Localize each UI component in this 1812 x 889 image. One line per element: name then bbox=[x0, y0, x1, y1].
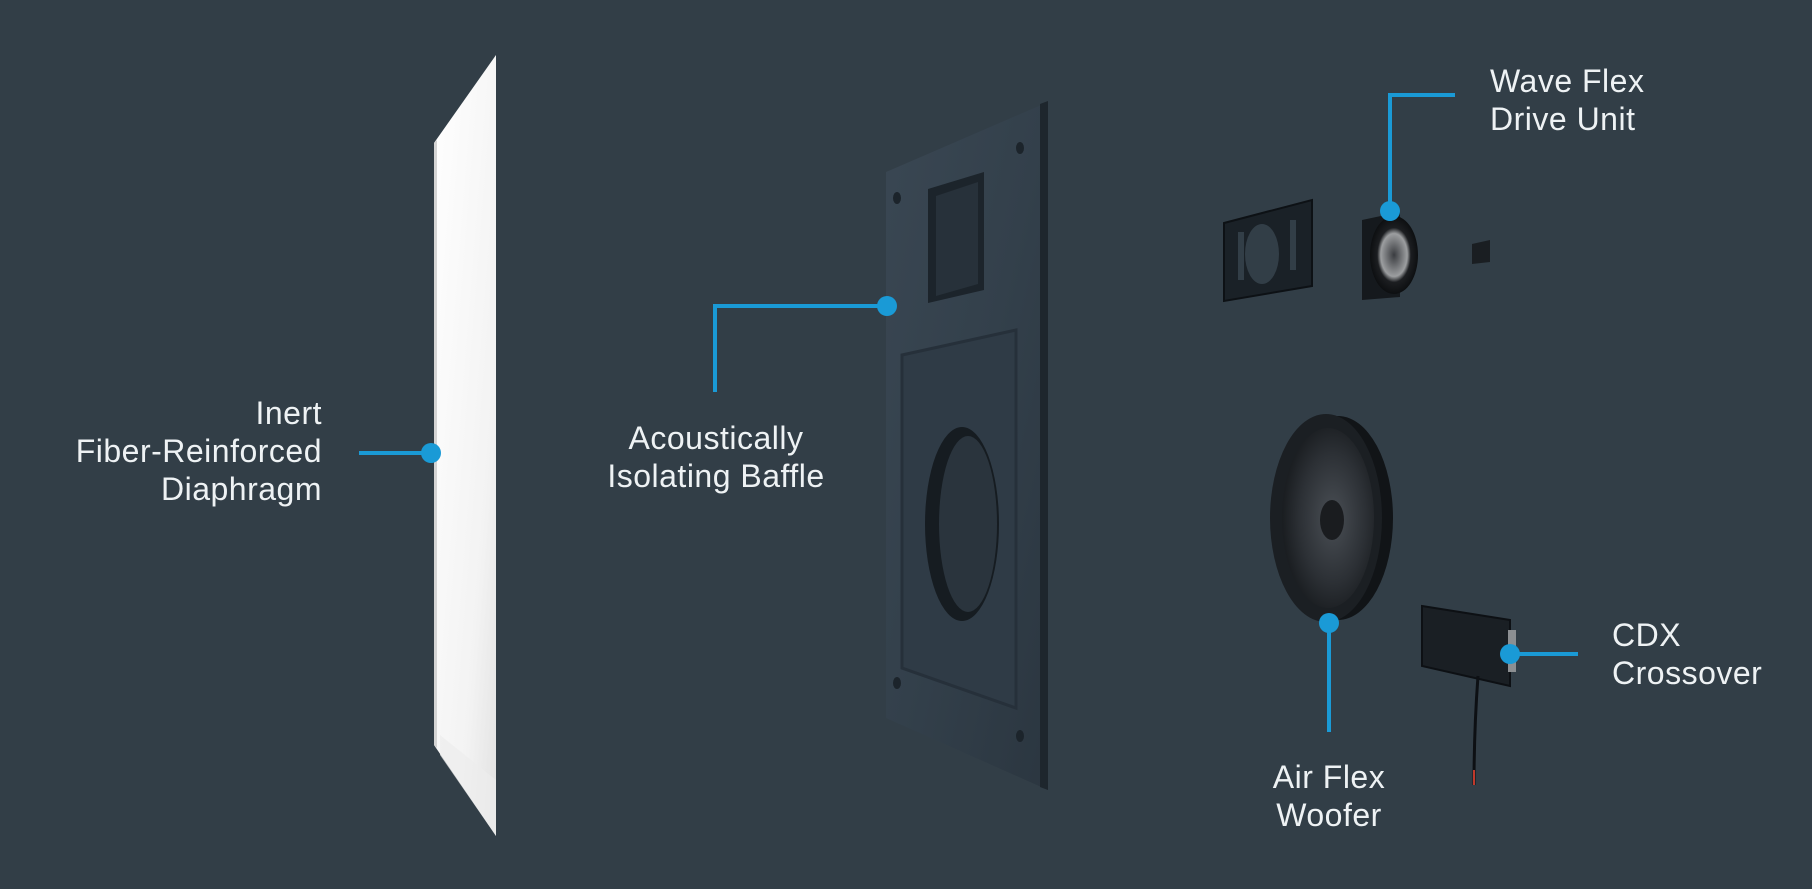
label-air-flex-line1: Air Flex bbox=[1272, 759, 1386, 795]
crossover-board bbox=[1421, 604, 1511, 688]
label-diaphragm-line1: Inert bbox=[255, 395, 322, 431]
cdx-crossover bbox=[1421, 604, 1516, 786]
label-crossover-line1: CDX bbox=[1612, 617, 1682, 653]
label-crossover-line2: Crossover bbox=[1612, 655, 1763, 691]
tweeter-clip bbox=[1472, 240, 1490, 264]
diaphragm-face bbox=[434, 55, 496, 836]
label-air-flex-line2: Woofer bbox=[1276, 797, 1382, 833]
label-wave-flex-line2: Drive Unit bbox=[1490, 101, 1636, 137]
air-flex-woofer bbox=[1270, 414, 1393, 622]
leader-dot-wave-flex bbox=[1380, 201, 1400, 221]
label-baffle-line1: Acoustically bbox=[628, 420, 804, 456]
label-wave-flex-line1: Wave Flex bbox=[1490, 63, 1645, 99]
tweeter-dome bbox=[1370, 216, 1418, 294]
wave-flex-assembly bbox=[1223, 198, 1490, 303]
leader-wave-flex bbox=[1388, 93, 1455, 211]
leader-dot-crossover bbox=[1500, 644, 1520, 664]
screw-hole bbox=[893, 192, 901, 204]
screw-hole bbox=[893, 677, 901, 689]
diaphragm-shading bbox=[440, 735, 496, 836]
tweeter-cutout-inner bbox=[936, 182, 978, 296]
baffle-edge bbox=[1040, 101, 1048, 790]
leader-baffle bbox=[713, 304, 887, 392]
label-diaphragm-line3: Diaphragm bbox=[160, 471, 322, 507]
leader-dots bbox=[421, 201, 1520, 664]
diaphragm-panel bbox=[434, 55, 496, 836]
label-baffle-line2: Isolating Baffle bbox=[607, 458, 825, 494]
screw-hole bbox=[1016, 730, 1024, 742]
leader-dot-baffle bbox=[877, 296, 897, 316]
diaphragm-edge bbox=[434, 140, 437, 748]
woofer-cutout-inner bbox=[939, 436, 997, 612]
woofer-dust-cap bbox=[1320, 500, 1344, 540]
leader-lines bbox=[359, 93, 1578, 732]
tweeter-bracket-slot bbox=[1290, 220, 1296, 270]
crossover-wire bbox=[1472, 675, 1480, 786]
leader-dot-diaphragm bbox=[421, 443, 441, 463]
label-diaphragm: Inert Fiber-Reinforced Diaphragm bbox=[76, 394, 322, 508]
tweeter-bracket-slot bbox=[1238, 232, 1244, 280]
leader-dot-air-flex bbox=[1319, 613, 1339, 633]
label-air-flex: Air Flex Woofer bbox=[1229, 758, 1429, 834]
label-crossover: CDX Crossover bbox=[1612, 616, 1762, 692]
screw-hole bbox=[1016, 142, 1024, 154]
label-wave-flex: Wave Flex Drive Unit bbox=[1490, 62, 1644, 138]
tweeter-bracket-hole bbox=[1245, 224, 1279, 284]
label-diaphragm-line2: Fiber-Reinforced bbox=[75, 433, 322, 469]
baffle bbox=[886, 101, 1048, 790]
label-baffle: Acoustically Isolating Baffle bbox=[560, 419, 872, 495]
